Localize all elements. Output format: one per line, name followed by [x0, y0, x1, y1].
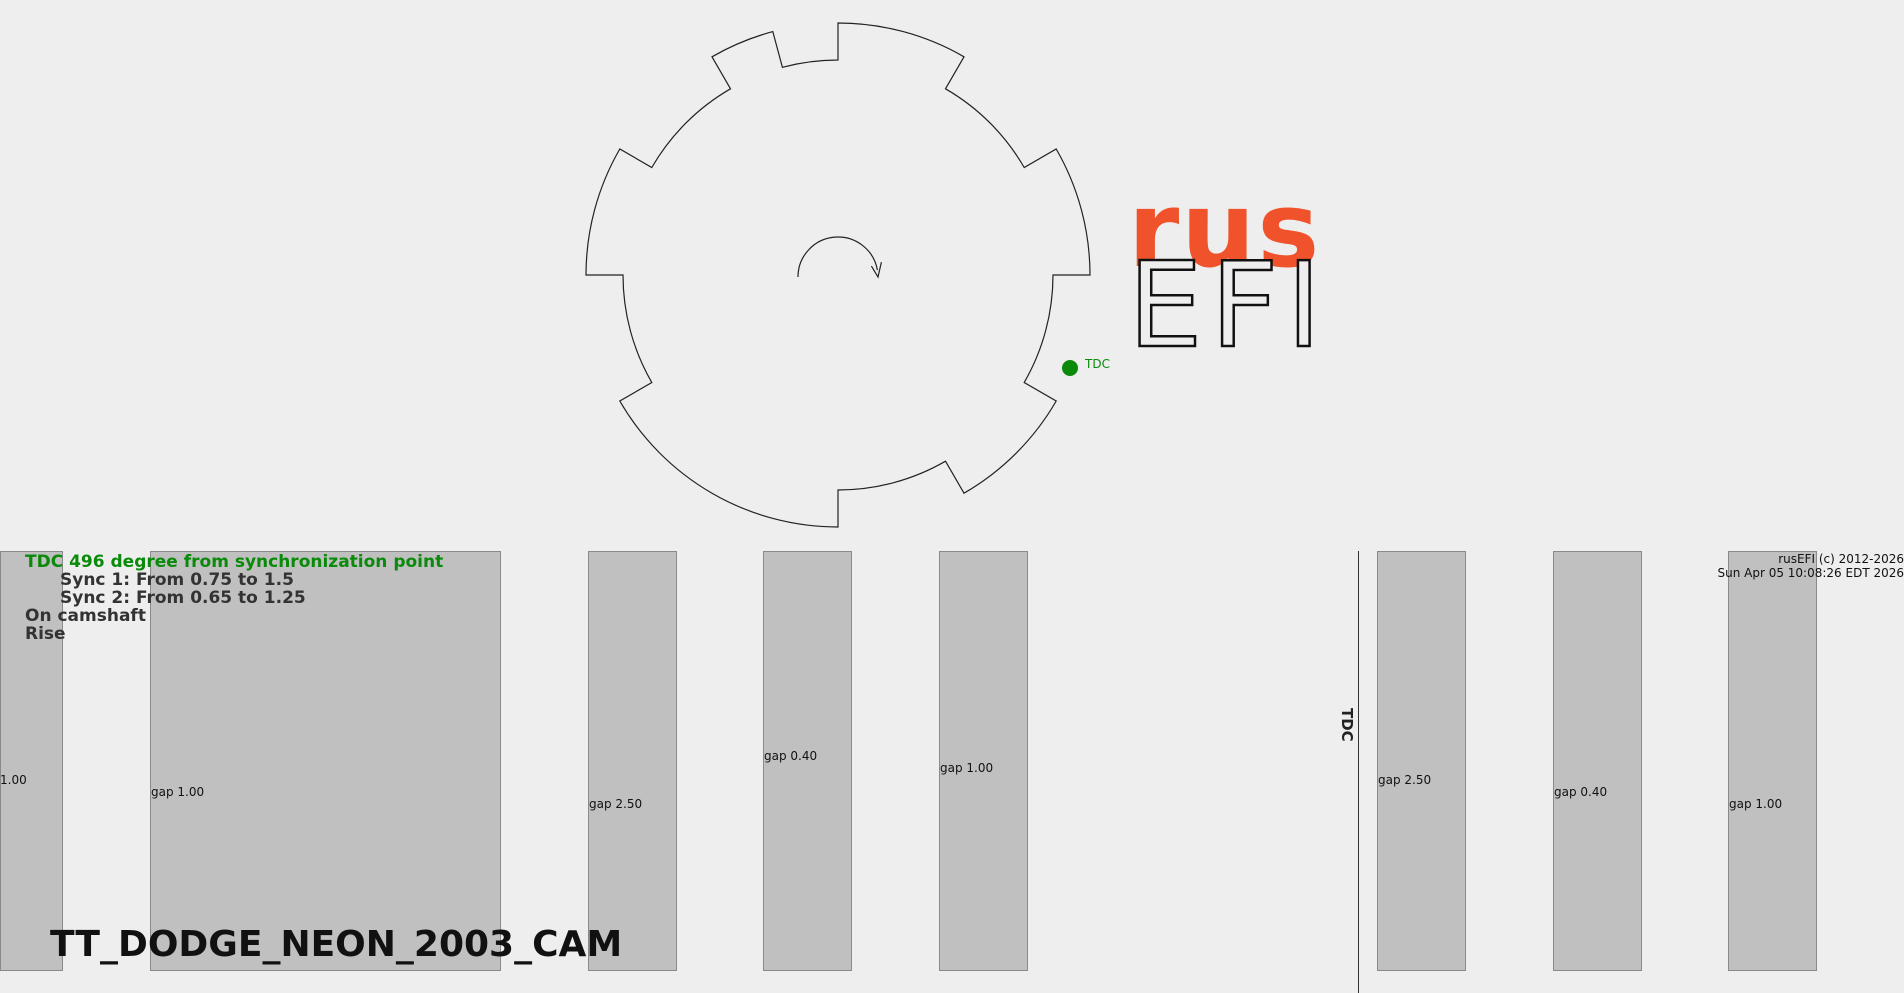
- tdc-info-text: TDC 496 degree from synchronization poin…: [25, 552, 444, 572]
- trigger-name: TT_DODGE_NEON_2003_CAM: [50, 924, 623, 965]
- edge-text: Rise: [25, 624, 66, 644]
- gap-label: gap 1.00: [151, 785, 205, 799]
- sync2-text: Sync 2: From 0.65 to 1.25: [60, 588, 306, 608]
- tooth-0: [0, 551, 63, 971]
- tooth-3: [763, 551, 852, 971]
- copyright-line2: Sun Apr 05 10:08:26 EDT 2026: [1717, 566, 1904, 580]
- gap-label: gap 2.50: [589, 797, 643, 811]
- tooth-5: [1377, 551, 1466, 971]
- tooth-4: [939, 551, 1028, 971]
- copyright-line1: rusEFI (c) 2012-2026: [1778, 552, 1904, 566]
- shaft-text: On camshaft: [25, 606, 146, 626]
- tooth-2: [588, 551, 677, 971]
- rusefi-logo-rus: rus: [1128, 169, 1322, 291]
- wheel-outline: [585, 22, 1091, 528]
- tooth-1: [150, 551, 501, 971]
- tooth-7: [1728, 551, 1817, 971]
- rusefi-logo-efi: EFI: [1127, 236, 1330, 374]
- rotation-arrow-icon: [797, 236, 882, 279]
- gap-label: gap 0.40: [1554, 785, 1608, 799]
- gap-label: gap 1.00: [940, 761, 994, 775]
- copyright: rusEFI (c) 2012-2026 Sun Apr 05 10:08:26…: [1717, 552, 1904, 580]
- gap-label: gap 0.40: [764, 749, 818, 763]
- gap-label: gap 2.50: [1378, 773, 1432, 787]
- sync1-text: Sync 1: From 0.75 to 1.5: [60, 570, 294, 590]
- gap-label: gap 1.00: [1729, 797, 1783, 811]
- gap-label: 1.00: [0, 773, 27, 787]
- tdc-line: [1358, 551, 1359, 993]
- tdc-line-label: TDC: [1338, 708, 1356, 742]
- tdc-marker-label: TDC: [1085, 357, 1110, 371]
- tooth-6: [1553, 551, 1642, 971]
- tdc-marker-dot: [1062, 360, 1078, 376]
